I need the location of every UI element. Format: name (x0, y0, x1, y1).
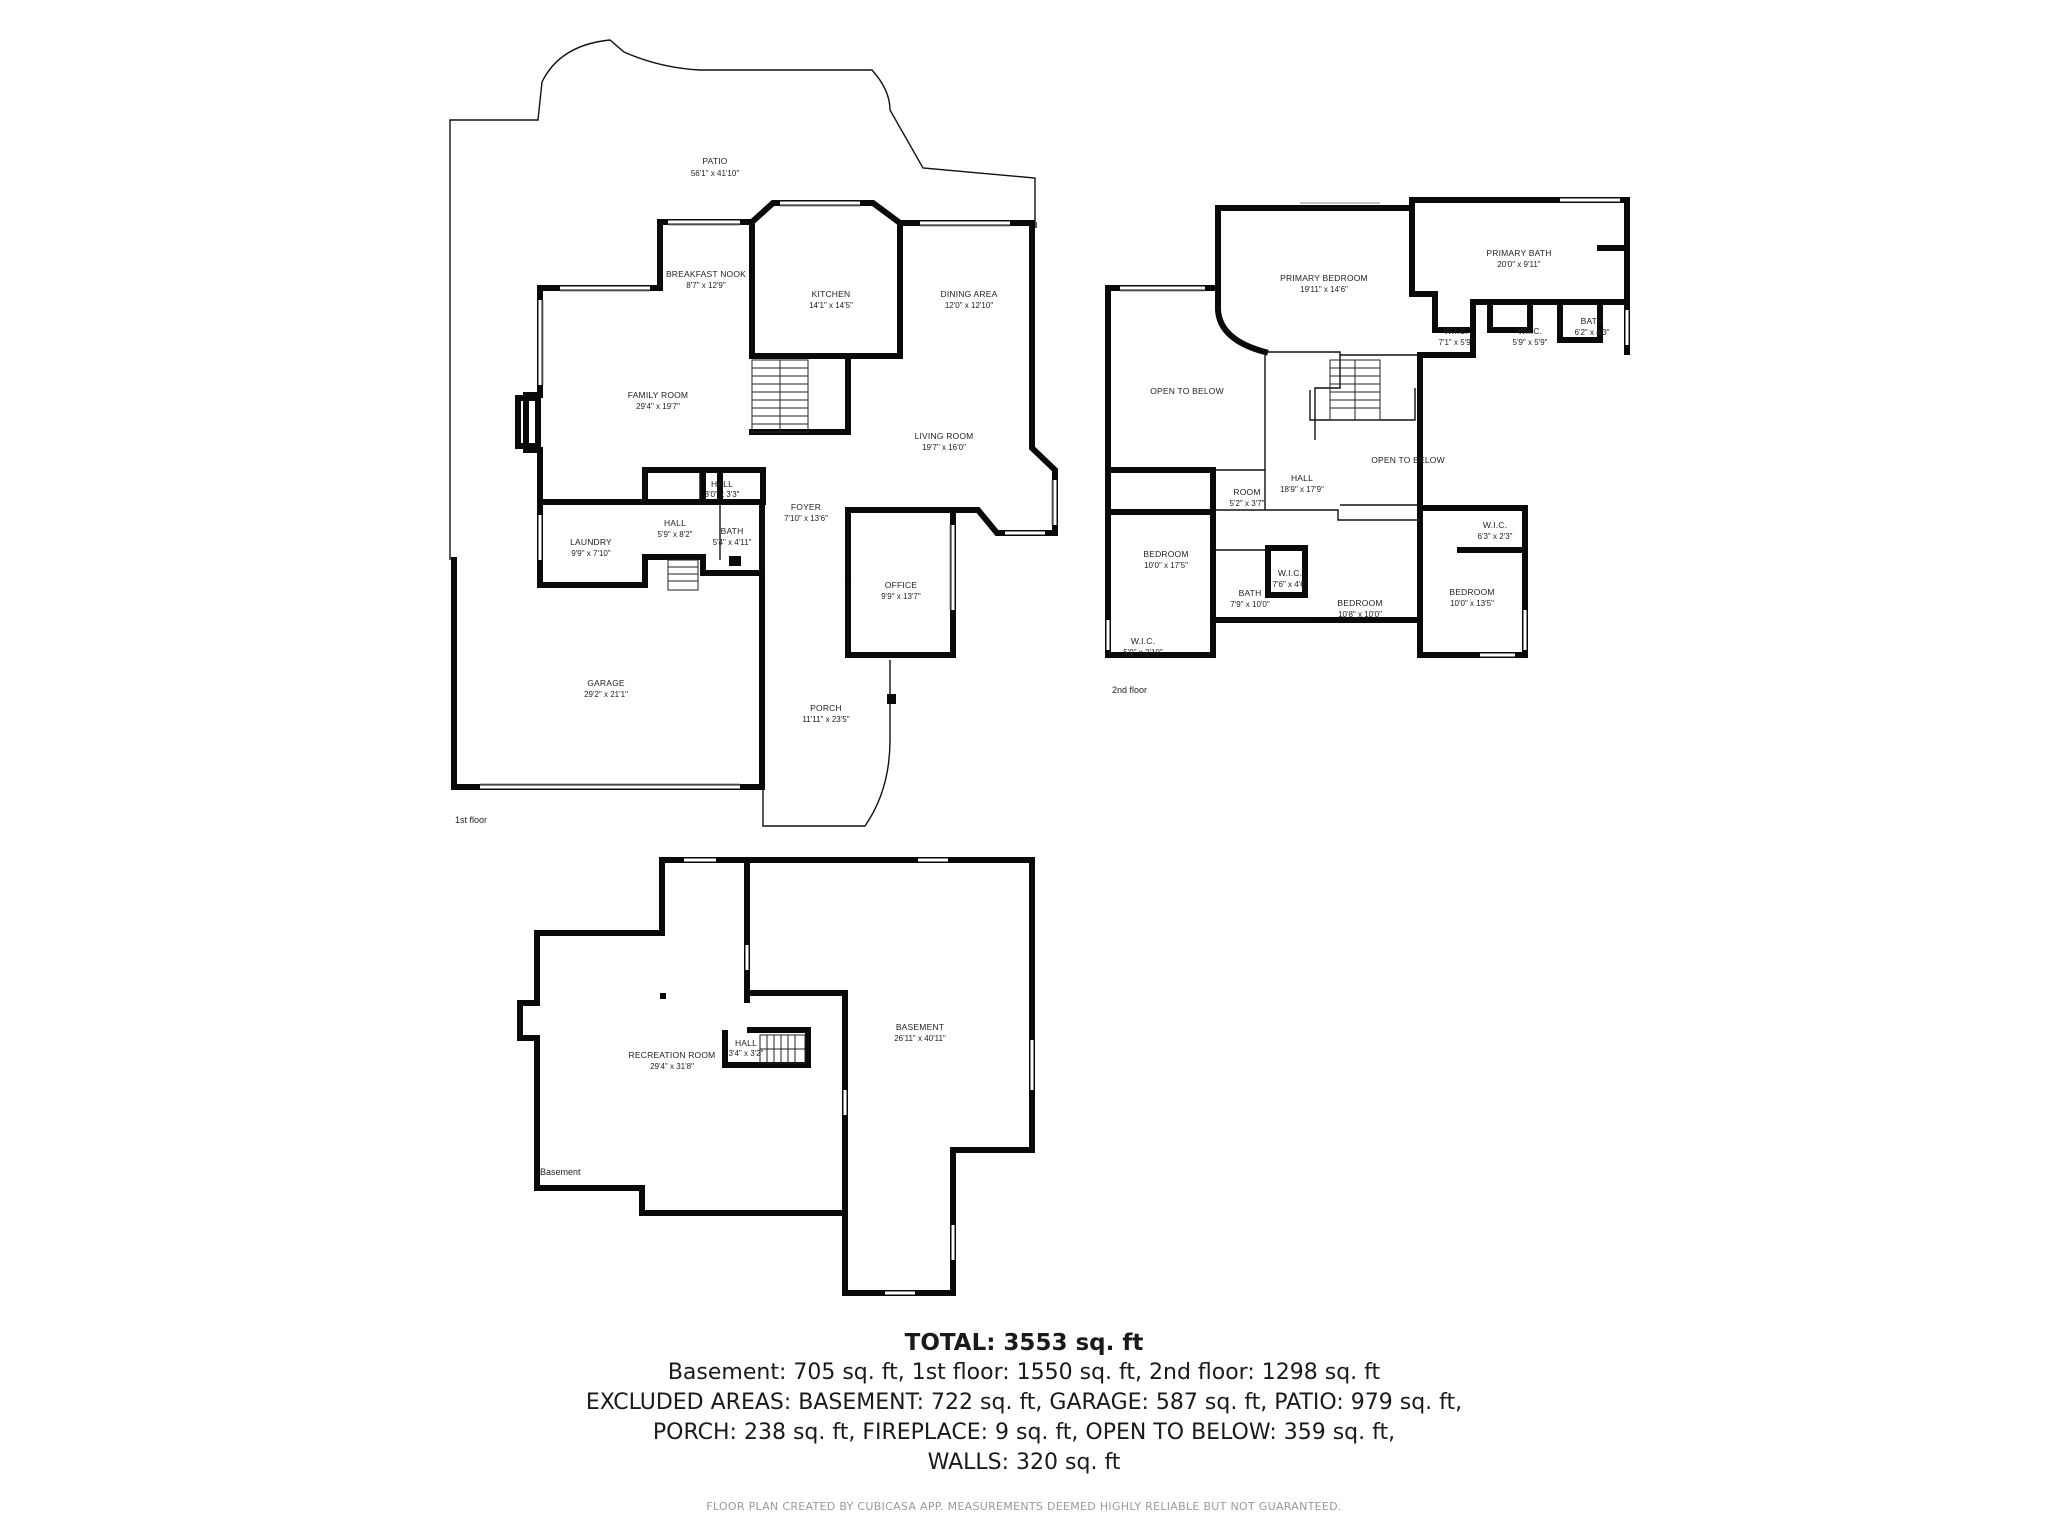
door-block (729, 556, 741, 566)
room-breakfast-name: BREAKFAST NOOK (666, 269, 746, 279)
room-foyer-dim: 7'10" x 13'6" (784, 514, 828, 523)
room-bath3-name: BATH (1239, 588, 1262, 598)
first-floor-label: 1st floor (455, 815, 487, 825)
first-floor-stairs (667, 359, 809, 591)
room-wic4-dim: 6'3" x 2'3" (1478, 532, 1513, 541)
room-basement-name: BASEMENT (896, 1022, 944, 1032)
room-bed-right-dim: 10'0" x 13'5" (1450, 599, 1494, 608)
room-living-name: LIVING ROOM (915, 431, 974, 441)
room-bath2-name: BATH (1581, 316, 1604, 326)
room-porch-dim: 11'11" x 23'5" (802, 715, 849, 724)
second-floor-walls (1105, 197, 1630, 658)
excluded-areas-3: WALLS: 320 sq. ft (927, 1450, 1121, 1475)
room-kitchen-dim: 14'1" x 14'5" (809, 301, 853, 310)
room-bath1-name: BATH (721, 526, 744, 536)
patio-outline (449, 39, 1037, 560)
basement-stairs (759, 1034, 806, 1064)
basement-walls (517, 857, 1035, 1296)
room-bath3-dim: 7'9" x 10'0" (1230, 600, 1270, 609)
room-wic1-name: W.I.C. (1444, 326, 1468, 336)
room-open2-name: OPEN TO BELOW (1371, 455, 1445, 465)
room-breakfast-dim: 8'7" x 12'9" (686, 281, 726, 290)
room-kitchen-name: KITCHEN (812, 289, 851, 299)
room-wic2-dim: 5'9" x 5'9" (1513, 338, 1548, 347)
room-bath2-dim: 6'2" x 4'3" (1575, 328, 1610, 337)
room-bed-left-name: BEDROOM (1143, 549, 1188, 559)
room-family-dim: 29'4" x 19'7" (636, 402, 680, 411)
room-wic2-name: W.I.C. (1518, 326, 1542, 336)
excluded-areas-2: PORCH: 238 sq. ft, FIREPLACE: 9 sq. ft, … (652, 1420, 1396, 1445)
room-hall-b-name: HALL (735, 1038, 757, 1048)
room-wic3-name: W.I.C. (1278, 568, 1302, 578)
room-basement-dim: 26'11" x 40'11" (894, 1034, 946, 1043)
room-office-dim: 9'9" x 13'7" (881, 592, 921, 601)
second-floor-stairs (1329, 359, 1381, 421)
room-wic4-name: W.I.C. (1483, 520, 1507, 530)
room-dining-name: DINING AREA (941, 289, 998, 299)
disclaimer-footer: FLOOR PLAN CREATED BY CUBICASA APP. MEAS… (706, 1500, 1342, 1513)
room-hall1-name: HALL (664, 518, 686, 528)
room-foyer-name: FOYER (791, 502, 821, 512)
excluded-areas-1: EXCLUDED AREAS: BASEMENT: 722 sq. ft, GA… (585, 1390, 1463, 1415)
room-bed-mid-name: BEDROOM (1337, 598, 1382, 608)
room-rec-dim: 29'4" x 31'8" (650, 1062, 694, 1071)
room-open1-name: OPEN TO BELOW (1150, 386, 1224, 396)
room-living-dim: 19'7" x 16'0" (922, 443, 966, 452)
room-primary-bath-dim: 20'0" x 9'11" (1497, 260, 1540, 269)
fireplace (515, 395, 541, 449)
room-hall2-name: HALL (1291, 473, 1313, 483)
room-primary-bed-dim: 19'11" x 14'6" (1300, 285, 1348, 294)
second-floor-label: 2nd floor (1112, 685, 1147, 695)
first-floor-plan: 1st floor (449, 39, 1058, 827)
room-bath1-dim: 5'4" x 4'11" (713, 538, 752, 547)
room-patio-dim: 56'1" x 41'10" (691, 169, 739, 178)
room-room-name: ROOM (1233, 487, 1260, 497)
room-wic3-dim: 7'6" x 4'6" (1273, 580, 1308, 589)
area-summary: TOTAL: 3553 sq. ft Basement: 705 sq. ft,… (0, 1328, 2048, 1478)
room-primary-bed-name: PRIMARY BEDROOM (1280, 273, 1368, 283)
room-laundry-dim: 9'9" x 7'10" (571, 549, 611, 558)
room-wic1-dim: 7'1" x 5'9" (1439, 338, 1474, 347)
second-floor-plan: 2nd floor (1105, 197, 1630, 695)
room-family-name: FAMILY ROOM (628, 390, 688, 400)
room-garage-dim: 29'2" x 21'1" (584, 690, 628, 699)
room-primary-bath-name: PRIMARY BATH (1486, 248, 1551, 258)
basement-windows (684, 858, 1034, 1295)
room-room-dim: 5'2" x 3'7" (1230, 499, 1265, 508)
room-office-name: OFFICE (885, 580, 917, 590)
room-hall1-dim: 5'9" x 8'2" (658, 530, 693, 539)
room-bed-mid-dim: 10'8" x 10'0" (1338, 610, 1382, 619)
first-floor-windows (470, 201, 1057, 789)
room-patio-name: PATIO (702, 156, 727, 166)
second-floor-windows (1106, 198, 1629, 657)
room-bed-right-name: BEDROOM (1449, 587, 1494, 597)
room-dining-dim: 12'0" x 12'10" (945, 301, 993, 310)
room-labels: PATIO 56'1" x 41'10" BREAKFAST NOOK 8'7"… (570, 156, 1610, 1071)
basement-plan: Basement (517, 857, 1035, 1296)
basement-label: Basement (540, 1167, 581, 1177)
room-hall-small-name: HALL (711, 479, 733, 489)
room-wic5-dim: 5'9" x 2'10" (1123, 648, 1163, 657)
porch-post (887, 694, 896, 704)
room-laundry-name: LAUNDRY (570, 537, 612, 547)
basement-post (660, 993, 666, 999)
room-wic5-name: W.I.C. (1131, 636, 1155, 646)
room-rec-name: RECREATION ROOM (629, 1050, 716, 1060)
room-hall2-dim: 18'9" x 17'9" (1280, 485, 1324, 494)
room-hall-b-dim: 3'4" x 3'2" (729, 1049, 764, 1058)
room-hall-small-dim: 3'0" x 3'3" (705, 490, 740, 499)
room-garage-name: GARAGE (587, 678, 625, 688)
room-bed-left-dim: 10'0" x 17'5" (1144, 561, 1188, 570)
porch-outline (762, 580, 891, 827)
total-area: TOTAL: 3553 sq. ft (904, 1330, 1144, 1356)
first-floor-partitions (644, 222, 849, 580)
room-porch-name: PORCH (810, 703, 842, 713)
floor-areas: Basement: 705 sq. ft, 1st floor: 1550 sq… (667, 1360, 1381, 1385)
